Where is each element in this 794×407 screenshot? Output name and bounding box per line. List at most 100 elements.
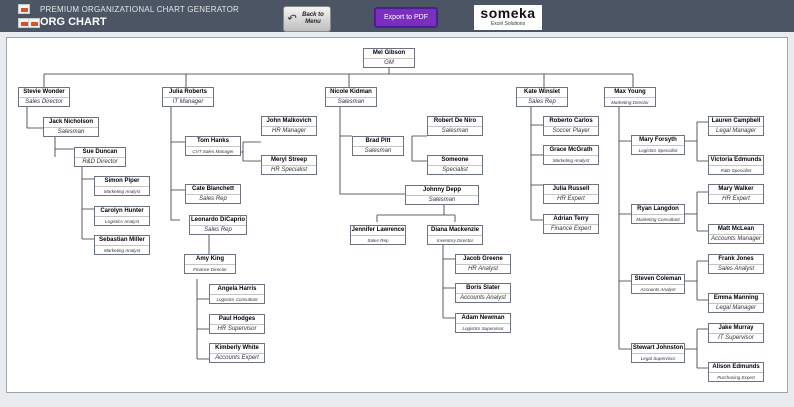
person-role: Logistics Analyst [95,216,149,225]
person-name: Nicole Kidman [330,89,372,95]
logo-tagline: Excel Solutions [490,21,526,27]
person-role: Finance Expert [544,224,598,233]
person-role: Marketing Director [605,97,655,106]
back-to-menu-button[interactable]: ↶ Back to Menu [283,6,331,32]
person-role: Logistics Specialist [632,145,684,154]
person-name: Julia Russell [552,186,590,192]
person-name: Mel Gibson [372,50,406,56]
person-name: Mary Walker [718,186,754,192]
back-arrow-icon: ↶ [286,12,296,25]
org-card[interactable]: Meryl Streep HR Specialist [261,155,317,175]
app-subtitle: PREMIUM ORGANIZATIONAL CHART GENERATOR [40,5,240,14]
person-name: Emma Manning [713,295,759,301]
org-card[interactable]: Mary Walker HR Expert [708,184,764,204]
person-name: Sebastian Miller [99,237,145,243]
person-role: R&D Director [75,157,125,166]
person-role: HR Expert [709,194,763,203]
person-role: Accounts Analyst [632,284,684,293]
person-role: GM [364,58,414,67]
person-role: Sales Rep [190,225,246,234]
app-header: PREMIUM ORGANIZATIONAL CHART GENERATOR O… [0,0,794,32]
person-role: Salesman [406,195,478,204]
person-name: Adrian Terry [553,216,589,222]
export-pdf-button[interactable]: Export to PDF [374,7,438,28]
person-role: Accounts Manager [709,234,763,242]
person-name: Stevie Wonder [23,89,65,95]
person-role: Logistics Consultant [210,294,264,303]
person-name: Brad Pitt [365,138,391,144]
person-role: R&D Specialist [709,165,763,174]
person-name: Max Young [614,89,646,95]
person-name: Sue Duncan [82,149,118,155]
person-role: Logistics Supervisor [456,323,510,332]
person-role: CVT Sales Manager [186,146,240,155]
person-name: Cate Blanchett [191,186,234,192]
person-role: HR Expert [544,194,598,203]
person-role: Sales Analyst [709,264,763,273]
person-name: Kate Winslet [524,89,560,95]
person-name: Meryl Streep [270,157,307,163]
person-name: Diana Mackenzie [430,227,480,233]
person-name: John Malkovich [266,118,312,124]
person-name: Boris Slater [466,285,500,291]
person-name: Johnny Depp [422,187,461,193]
person-name: Alison Edmunds [712,364,760,370]
person-role: Salesman [353,146,403,155]
person-role: HR Manager [262,126,316,135]
person-name: Angela Harris [217,286,257,292]
home-icon[interactable] [18,4,30,14]
person-role: Salesman [326,97,376,106]
person-name: Jacob Greene [463,256,503,262]
org-card[interactable]: John Malkovich HR Manager [261,116,317,136]
org-card[interactable]: Julia Russell HR Expert [543,184,599,204]
person-role: Finance Director [185,264,235,273]
person-role: Marketing Analyst [95,186,149,195]
person-role: Accounts Analyst [456,293,510,302]
chart-icon[interactable] [28,18,40,28]
person-role: HR Specialist [262,165,316,174]
person-role: Legal Supervisor [632,353,684,362]
